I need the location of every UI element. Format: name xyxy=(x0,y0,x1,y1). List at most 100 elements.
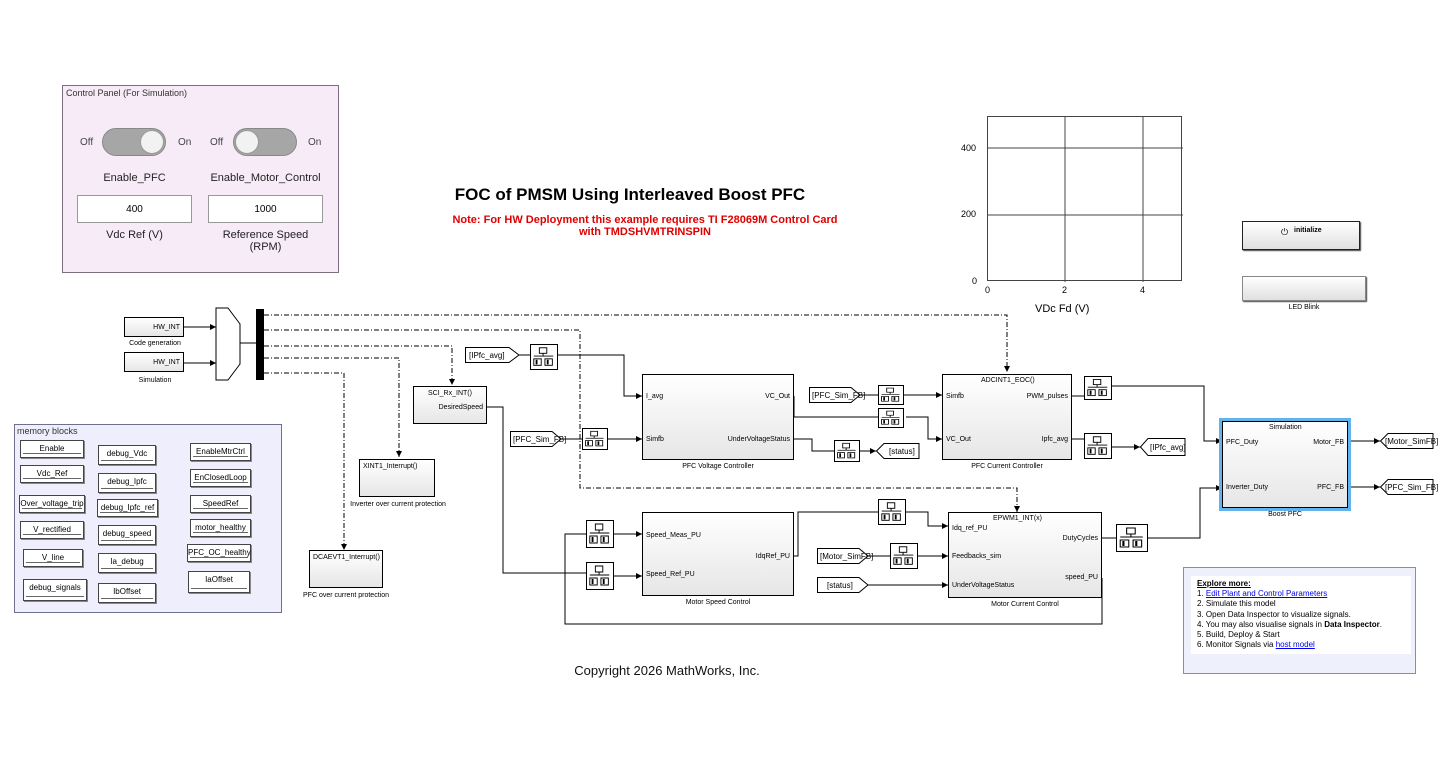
rate-transition-icon[interactable] xyxy=(878,408,904,428)
vdc-ref-input[interactable]: 400 xyxy=(77,195,192,223)
pfc-current-controller-block[interactable]: ADCINT1_EOC() Simfb VC_Out PWM_pulses Ip… xyxy=(942,374,1072,460)
scope-ytick-0: 0 xyxy=(972,276,978,286)
pfc-vc-port-iavg: I_avg xyxy=(646,393,664,400)
memory-block[interactable]: motor_healthy xyxy=(190,519,251,537)
boost-pfc-caption: Boost PFC xyxy=(1268,511,1302,518)
xint1-interrupt-text: XINT1_Interrupt() xyxy=(363,463,418,470)
scope-xtick-2: 2 xyxy=(1062,285,1068,295)
memory-block[interactable]: debug_Vdc xyxy=(98,445,156,465)
rate-transition-icon[interactable] xyxy=(878,385,904,405)
tag-motor-simfb-out-shape xyxy=(1380,433,1434,449)
vdc-scope-display[interactable] xyxy=(987,116,1183,282)
tag-motor-simfb-in[interactable]: [Motor_SimFB] xyxy=(820,552,874,561)
tag-pfc-sim-fb-in1[interactable]: [PFC_Sim_FB] xyxy=(513,435,567,444)
mcc-port-feedbacks: Feedbacks_sim xyxy=(952,553,1002,560)
hw-int-code-gen-block[interactable]: HW_INT xyxy=(124,317,184,337)
motor-current-control-caption: Motor Current Control xyxy=(991,601,1059,608)
rate-transition-icon[interactable] xyxy=(1084,433,1112,459)
memory-block[interactable]: Vdc_Ref xyxy=(20,465,84,483)
memory-block[interactable]: Enable xyxy=(20,440,84,458)
pfc-voltage-controller-caption: PFC Voltage Controller xyxy=(682,463,754,470)
mcc-port-idq-ref: Idq_ref_PU xyxy=(952,525,988,532)
note-line-1: Note: For HW Deployment this example req… xyxy=(452,214,838,226)
pfc-vc-port-vcout: VC_Out xyxy=(765,393,790,400)
memory-block[interactable]: debug_speed xyxy=(98,525,156,545)
memory-blocks-area: memory blocks Enable Vdc_Ref Over_voltag… xyxy=(14,424,282,613)
simulation-label: Simulation xyxy=(138,377,172,384)
hw-deployment-note: Note: For HW Deployment this example req… xyxy=(420,214,870,238)
memory-block[interactable]: EnClosedLoop xyxy=(190,469,251,487)
boost-pfc-block[interactable]: Simulation PFC_Duty Inverter_Duty Motor_… xyxy=(1222,421,1348,508)
memory-block[interactable]: EnableMtrCtrl xyxy=(190,443,251,461)
tag-status-out[interactable]: [status] xyxy=(889,447,915,456)
hw-int-simulation-text: HW_INT xyxy=(153,359,180,366)
tag-status-out-shape xyxy=(876,443,920,459)
explore-item-3: 3. Open Data Inspector to visualize sign… xyxy=(1197,609,1351,619)
tag-pfc-sim-fb-in2[interactable]: [PFC_Sim_FB] xyxy=(812,391,866,400)
tag-pfc-sim-fb-in1-shape xyxy=(510,431,562,447)
host-model-link[interactable]: host model xyxy=(1275,640,1315,650)
scope-ytick-400: 400 xyxy=(961,143,977,153)
scope-xtick-0: 0 xyxy=(985,285,991,295)
rate-transition-icon[interactable] xyxy=(1116,524,1148,552)
rate-transition-icon[interactable] xyxy=(586,562,614,590)
motor-current-control-block[interactable]: EPWM1_INT(x) Idq_ref_PU Feedbacks_sim Un… xyxy=(948,512,1102,598)
dcaevt1-interrupt-text: DCAEVT1_Interrupt() xyxy=(313,554,380,561)
enable-pfc-toggle[interactable] xyxy=(102,128,166,156)
tag-motor-simfb-in-shape xyxy=(817,548,869,564)
reference-speed-label: Reference Speed (RPM) xyxy=(222,229,309,253)
memory-block[interactable]: PFC_OC_healthy xyxy=(187,544,251,562)
rate-transition-icon[interactable] xyxy=(1084,376,1112,400)
edit-parameters-link[interactable]: Edit Plant and Control Parameters xyxy=(1205,589,1328,599)
rate-transition-icon[interactable] xyxy=(586,520,614,548)
memory-block[interactable]: V_rectified xyxy=(20,521,84,539)
motor-speed-control-block[interactable]: Speed_Meas_PU Speed_Ref_PU IdqRef_PU xyxy=(642,512,794,596)
memory-block[interactable]: Ia_debug xyxy=(98,553,156,573)
pfc-cc-port-vcout: VC_Out xyxy=(946,436,971,443)
reference-speed-input[interactable]: 1000 xyxy=(208,195,323,223)
sci-rx-int-block[interactable]: SCI_Rx_INT() DesiredSpeed xyxy=(413,386,487,424)
memory-block[interactable]: debug_signals xyxy=(23,579,87,601)
tag-motor-simfb-out[interactable]: [Motor_SimFB] xyxy=(1385,437,1439,446)
pfc-vc-port-simfb: Simfb xyxy=(646,436,664,443)
memory-block[interactable]: V_line xyxy=(23,549,83,567)
tag-pfc-sim-fb-out[interactable]: [PFC_Sim_FB] xyxy=(1385,483,1439,492)
code-generation-label: Code generation xyxy=(129,340,181,347)
explore-item-4-pre: 4. You may also visualise signals in xyxy=(1197,619,1325,629)
tag-pfc-sim-fb-out-shape xyxy=(1380,479,1434,495)
tag-status-in[interactable]: [status] xyxy=(827,581,853,590)
initialize-button[interactable]: ⏻ initialize xyxy=(1242,221,1360,250)
enable-motor-on-label: On xyxy=(308,137,322,148)
model-title: FOC of PMSM Using Interleaved Boost PFC xyxy=(454,185,806,204)
boost-port-motor-fb: Motor_FB xyxy=(1313,439,1344,446)
rate-transition-icon[interactable] xyxy=(834,440,860,462)
sci-rx-int-text: SCI_Rx_INT() xyxy=(428,390,472,397)
pfc-voltage-controller-block[interactable]: I_avg Simfb VC_Out UnderVoltageStatus xyxy=(642,374,794,460)
enable-motor-off-label: Off xyxy=(210,137,224,148)
explore-more-content: Explore more: 1. Edit Plant and Control … xyxy=(1191,576,1411,654)
rate-transition-icon[interactable] xyxy=(530,344,558,370)
memory-block[interactable]: SpeedRef xyxy=(190,495,251,513)
tag-ipfc-avg-out[interactable]: [IPfc_avg] xyxy=(1150,443,1186,452)
led-blink-button[interactable] xyxy=(1242,276,1366,301)
explore-heading: Explore more: xyxy=(1197,579,1251,588)
memory-block[interactable]: debug_Ipfc_ref xyxy=(97,499,158,517)
memory-block[interactable]: IaOffset xyxy=(188,571,250,593)
tag-ipfc-avg-in[interactable]: [IPfc_avg] xyxy=(469,351,505,360)
memory-block[interactable]: Over_voltage_trip xyxy=(19,495,85,513)
tag-ipfc-avg-in-shape xyxy=(465,347,520,363)
boost-port-pfc-fb: PFC_FB xyxy=(1317,484,1344,491)
memory-block[interactable]: debug_Ipfc xyxy=(98,473,156,493)
motor-speed-control-caption: Motor Speed Control xyxy=(685,599,751,606)
rate-transition-icon[interactable] xyxy=(878,499,906,525)
memory-block[interactable]: IbOffset xyxy=(98,583,156,603)
enable-pfc-label: Enable_PFC xyxy=(103,172,166,184)
hw-int-simulation-block[interactable]: HW_INT xyxy=(124,352,184,372)
dcaevt1-interrupt-block[interactable]: DCAEVT1_Interrupt() xyxy=(309,550,383,588)
enable-motor-control-toggle[interactable] xyxy=(233,128,297,156)
copyright-text: Copyright 2026 MathWorks, Inc. xyxy=(574,663,760,678)
rate-transition-icon[interactable] xyxy=(890,543,918,569)
xint1-interrupt-block[interactable]: XINT1_Interrupt() xyxy=(359,459,435,497)
rate-transition-icon[interactable] xyxy=(582,428,608,450)
